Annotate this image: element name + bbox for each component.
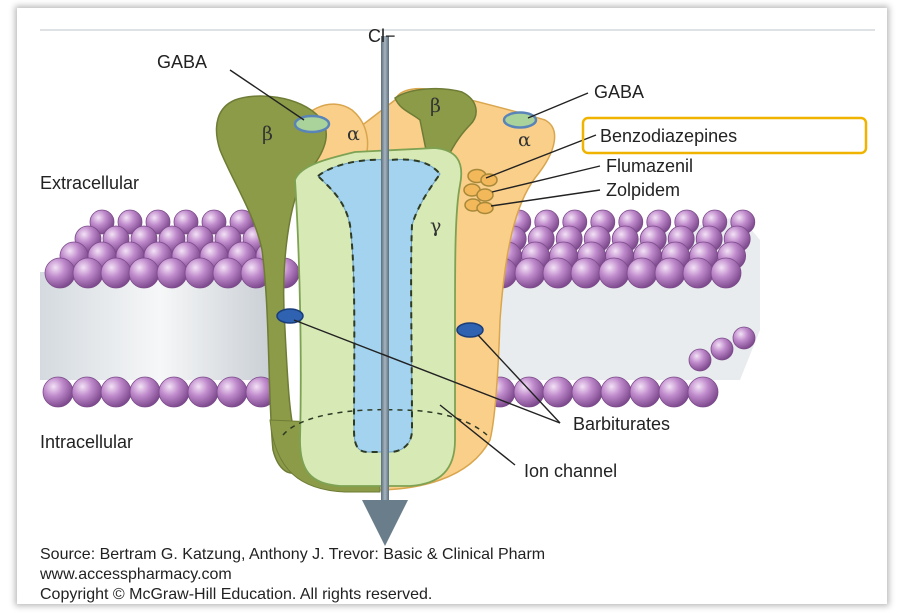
lipid-head bbox=[515, 258, 545, 288]
lipid-head bbox=[601, 377, 631, 407]
copyright-line: Copyright © McGraw-Hill Education. All r… bbox=[40, 586, 432, 603]
lipid-head bbox=[599, 258, 629, 288]
barbiturate-site-left bbox=[277, 309, 303, 323]
source-line: Source: Bertram G. Katzung, Anthony J. T… bbox=[40, 546, 545, 563]
lipid-tails-left bbox=[40, 272, 280, 380]
lipid-head bbox=[733, 327, 755, 349]
gaba-label-right: GABA bbox=[594, 82, 644, 102]
extracellular-label: Extracellular bbox=[40, 173, 139, 193]
lipid-head bbox=[659, 377, 689, 407]
lipid-head bbox=[655, 258, 685, 288]
lipid-head bbox=[188, 377, 218, 407]
gaba-receptor-diagram: β α β α γ Cl− GABA GABA Benzodiazepines … bbox=[17, 8, 887, 604]
lipid-head bbox=[130, 377, 160, 407]
figure-panel: β α β α γ Cl− GABA GABA Benzodiazepines … bbox=[17, 8, 887, 604]
lipid-head bbox=[159, 377, 189, 407]
lipid-head bbox=[571, 258, 601, 288]
gaba-binding-site-left bbox=[295, 116, 329, 132]
lipid-head bbox=[43, 377, 73, 407]
beta-left-letter: β bbox=[262, 123, 273, 145]
lipid-head bbox=[45, 258, 75, 288]
lipid-head bbox=[689, 349, 711, 371]
lipid-head bbox=[627, 258, 657, 288]
flumazenil-label: Flumazenil bbox=[606, 156, 693, 176]
lipid-head bbox=[217, 377, 247, 407]
alpha-left-letter: α bbox=[347, 123, 360, 145]
chloride-ion-label: Cl− bbox=[368, 26, 396, 46]
lipid-head bbox=[543, 377, 573, 407]
lipid-head bbox=[514, 377, 544, 407]
lipid-head bbox=[711, 338, 733, 360]
lipid-head bbox=[73, 258, 103, 288]
gamma-letter: γ bbox=[430, 215, 441, 237]
ion-channel-label: Ion channel bbox=[524, 461, 617, 481]
lipid-head bbox=[101, 377, 131, 407]
lipid-head bbox=[101, 258, 131, 288]
lipid-head bbox=[157, 258, 187, 288]
lipid-head bbox=[711, 258, 741, 288]
zolpidem-label: Zolpidem bbox=[606, 180, 680, 200]
lipid-head bbox=[572, 377, 602, 407]
gaba-label-left: GABA bbox=[157, 52, 207, 72]
alpha-right-letter: α bbox=[518, 129, 531, 151]
lipid-head bbox=[213, 258, 243, 288]
lipid-head bbox=[683, 258, 713, 288]
gaba-binding-site-right bbox=[504, 113, 536, 128]
lipid-head bbox=[630, 377, 660, 407]
lipid-head bbox=[129, 258, 159, 288]
lipid-head bbox=[185, 258, 215, 288]
benzodiazepines-label: Benzodiazepines bbox=[600, 126, 737, 146]
lipid-head bbox=[543, 258, 573, 288]
lipid-head bbox=[688, 377, 718, 407]
intracellular-label: Intracellular bbox=[40, 432, 133, 452]
barbiturates-label: Barbiturates bbox=[573, 414, 670, 434]
source-url: www.accesspharmacy.com bbox=[39, 566, 232, 583]
barbiturate-site-right bbox=[457, 323, 483, 337]
beta-right-letter: β bbox=[430, 95, 441, 117]
lipid-head bbox=[72, 377, 102, 407]
